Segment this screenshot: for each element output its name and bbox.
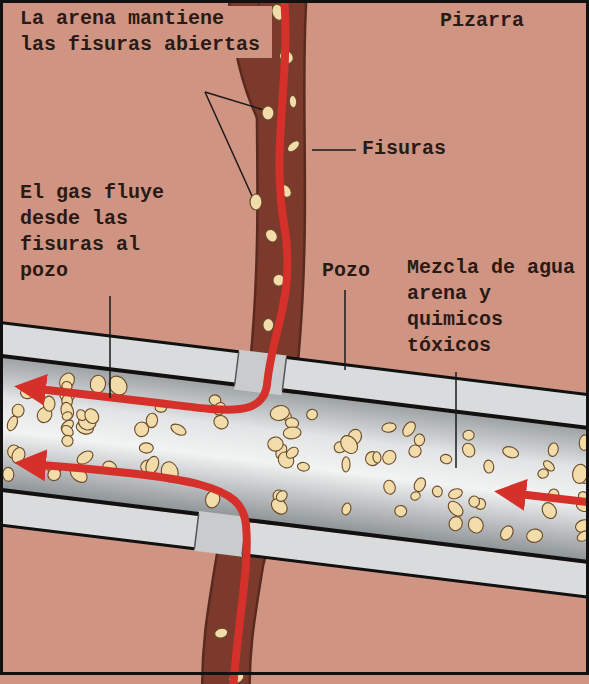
sand-grain	[363, 449, 383, 469]
sand-grain	[2, 467, 14, 482]
sand-grain	[285, 139, 301, 154]
sand-grain	[341, 502, 353, 516]
sand-grain	[283, 426, 302, 440]
sand-grain	[274, 489, 289, 504]
sand-grain	[539, 500, 559, 521]
rock-label: Pizarra	[438, 8, 552, 34]
sand-grain	[10, 446, 28, 466]
callout-label: Mezcla de agua arena y quimicos tóxicos	[405, 255, 585, 359]
sand-grain	[537, 467, 550, 479]
sand-grain	[439, 453, 452, 465]
sand-grain	[394, 504, 408, 518]
sand-grain	[263, 319, 274, 332]
sand-grain	[267, 436, 284, 452]
sand-grain	[409, 490, 421, 501]
callout-label: La arena mantiene las fisuras abiertas	[18, 6, 272, 58]
sand-grain	[466, 515, 486, 536]
sand-grain	[211, 413, 230, 432]
sand-grain	[289, 95, 297, 108]
sand-grain	[82, 406, 102, 426]
sand-grain	[447, 487, 463, 501]
sand-grain	[431, 485, 443, 498]
sand-grain	[214, 627, 229, 639]
sand-grain	[43, 396, 56, 412]
sand-grain	[469, 496, 480, 508]
sand-grain	[381, 422, 396, 433]
sand-grain	[445, 499, 465, 519]
sand-grain	[145, 413, 158, 429]
sand-grain	[60, 434, 75, 449]
sand-grain	[342, 457, 350, 472]
sand-grain	[412, 476, 428, 494]
sand-grain	[337, 432, 361, 457]
sand-grain	[5, 415, 19, 433]
sand-grain	[498, 524, 516, 543]
sand-grain	[526, 528, 544, 544]
sand-grain	[59, 401, 76, 421]
callout-label: Fisuras	[360, 136, 474, 162]
sand-grain	[297, 462, 310, 472]
sand-grain	[169, 422, 188, 438]
sand-grain	[305, 408, 319, 421]
sand-grain	[250, 106, 274, 210]
sand-grain	[413, 433, 425, 446]
sand-grain	[447, 515, 465, 533]
callout-label: Pozo	[320, 258, 384, 284]
gas-flow-arrow	[30, 0, 589, 684]
sand-grain	[12, 404, 25, 418]
sand-grain	[483, 460, 494, 474]
frame	[2, 2, 588, 674]
sand-grain	[463, 430, 475, 440]
sand-grain	[284, 445, 300, 461]
sand-grain	[380, 448, 398, 467]
sand-grain	[263, 227, 280, 244]
sand-grain	[460, 441, 477, 459]
sand-grain	[89, 374, 107, 394]
callout-label: El gas fluye desde las fisuras al pozo	[18, 180, 202, 284]
sand-grain	[501, 445, 520, 460]
sand-grain	[382, 479, 397, 496]
sand-grain	[372, 451, 381, 463]
sand-grain	[139, 443, 153, 454]
sand-grain	[547, 442, 559, 457]
